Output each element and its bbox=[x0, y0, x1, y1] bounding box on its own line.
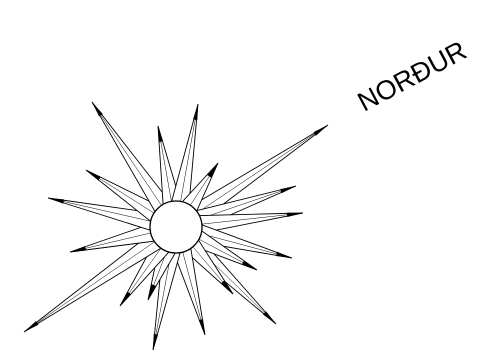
star-ray-tip bbox=[158, 126, 163, 142]
star-ray-tip bbox=[120, 292, 131, 306]
star-ray-tip bbox=[86, 170, 101, 180]
star-ray-tip bbox=[148, 284, 156, 300]
compass-center-circle bbox=[150, 201, 202, 253]
star-ray-tip bbox=[48, 198, 64, 204]
star-ray-tip bbox=[313, 125, 328, 136]
star-ray-tip bbox=[287, 213, 303, 217]
north-label: NORÐUR bbox=[353, 35, 472, 117]
star-ray-tip bbox=[92, 102, 103, 117]
star-ray-tip bbox=[153, 334, 158, 350]
star-ray-tip bbox=[70, 246, 86, 252]
star-ray-tip bbox=[24, 321, 38, 332]
star-ray-tip bbox=[280, 186, 296, 193]
star-ray-tip bbox=[193, 104, 198, 120]
star-ray-tip bbox=[263, 311, 276, 324]
